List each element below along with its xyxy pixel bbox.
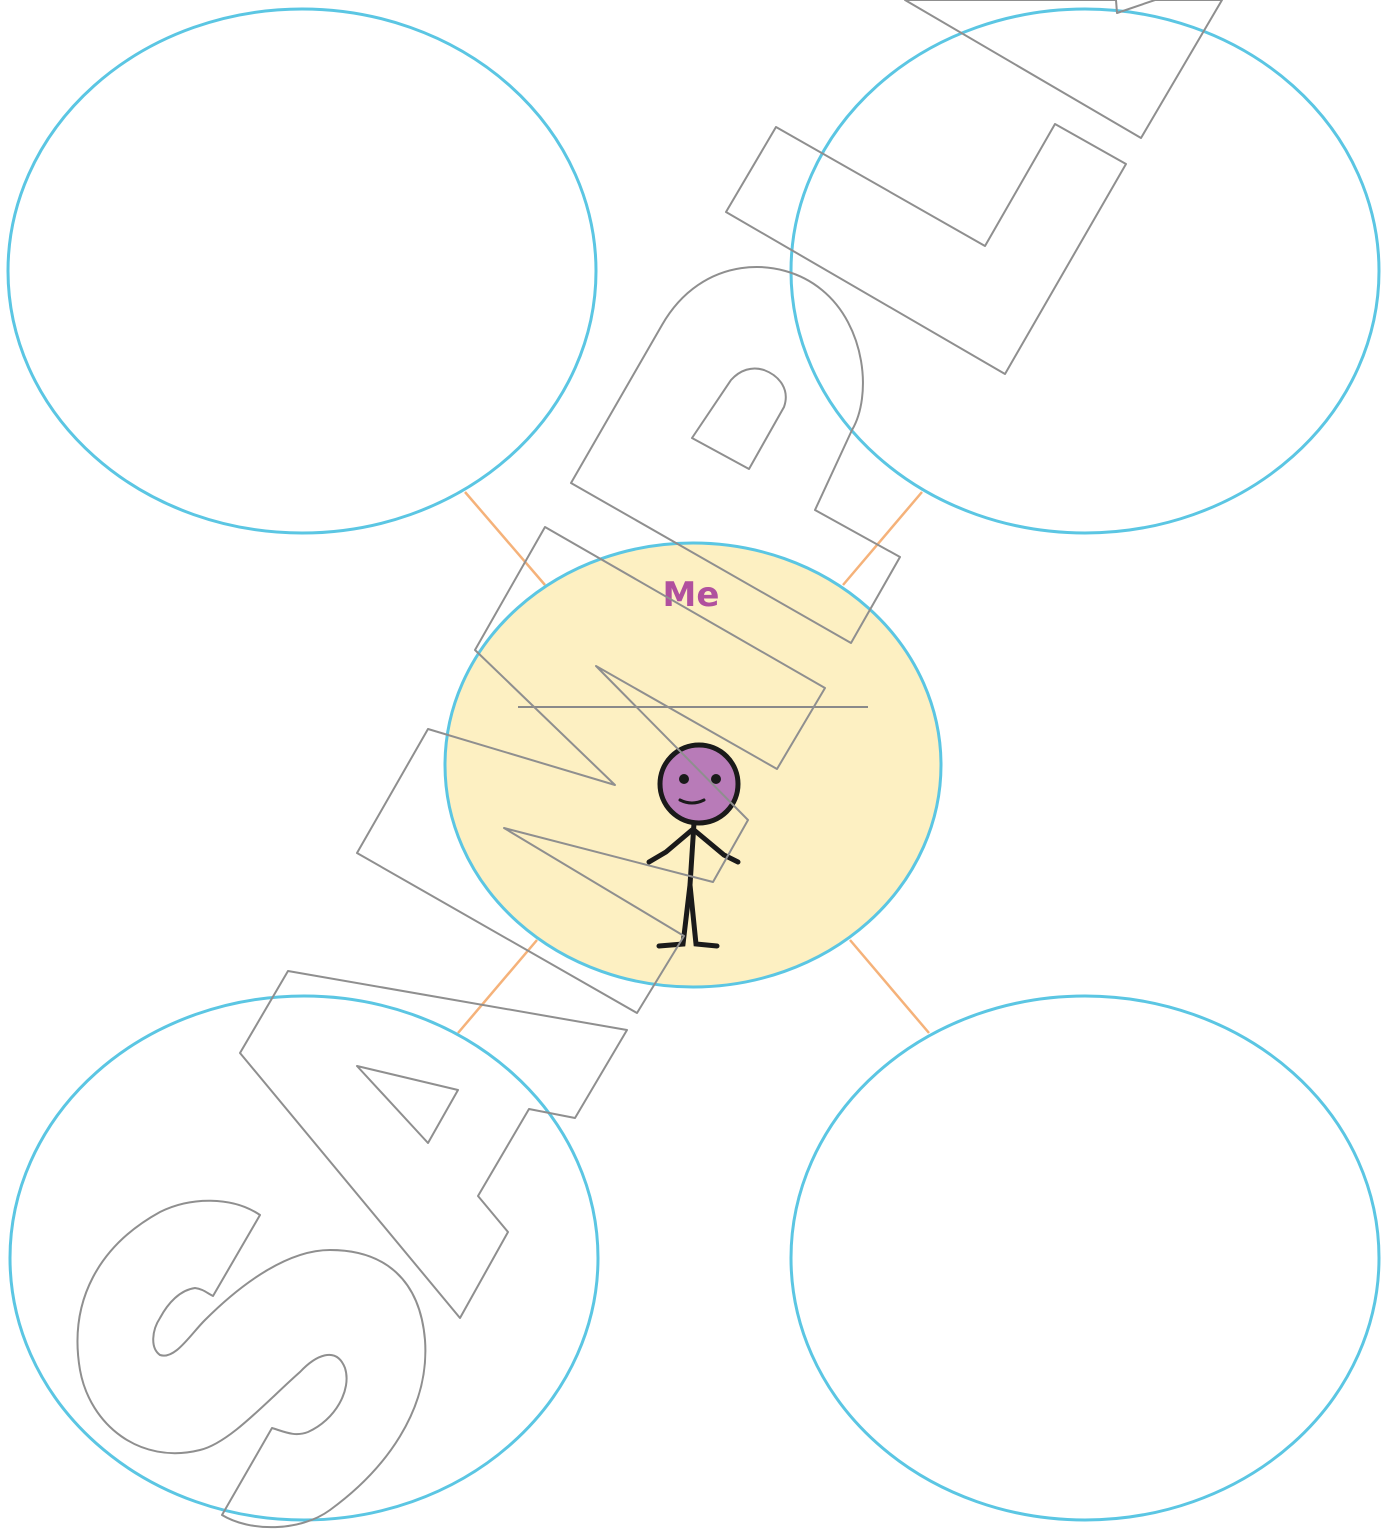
figure-eye-right — [711, 774, 721, 784]
bubble-bottom-right[interactable] — [791, 996, 1379, 1520]
figure-eye-left — [679, 774, 689, 784]
figure-head — [660, 745, 738, 823]
connector-top-right — [843, 492, 922, 585]
center-title: Me — [663, 575, 720, 615]
bubble-bottom-left[interactable] — [10, 996, 598, 1520]
bubble-top-right[interactable] — [791, 9, 1379, 533]
bubble-top-left[interactable] — [8, 9, 596, 533]
watermark-letter-p-hole — [692, 368, 786, 469]
connector-top-left — [465, 492, 545, 585]
connector-bottom-right — [850, 940, 929, 1033]
connector-bottom-left — [458, 940, 537, 1033]
